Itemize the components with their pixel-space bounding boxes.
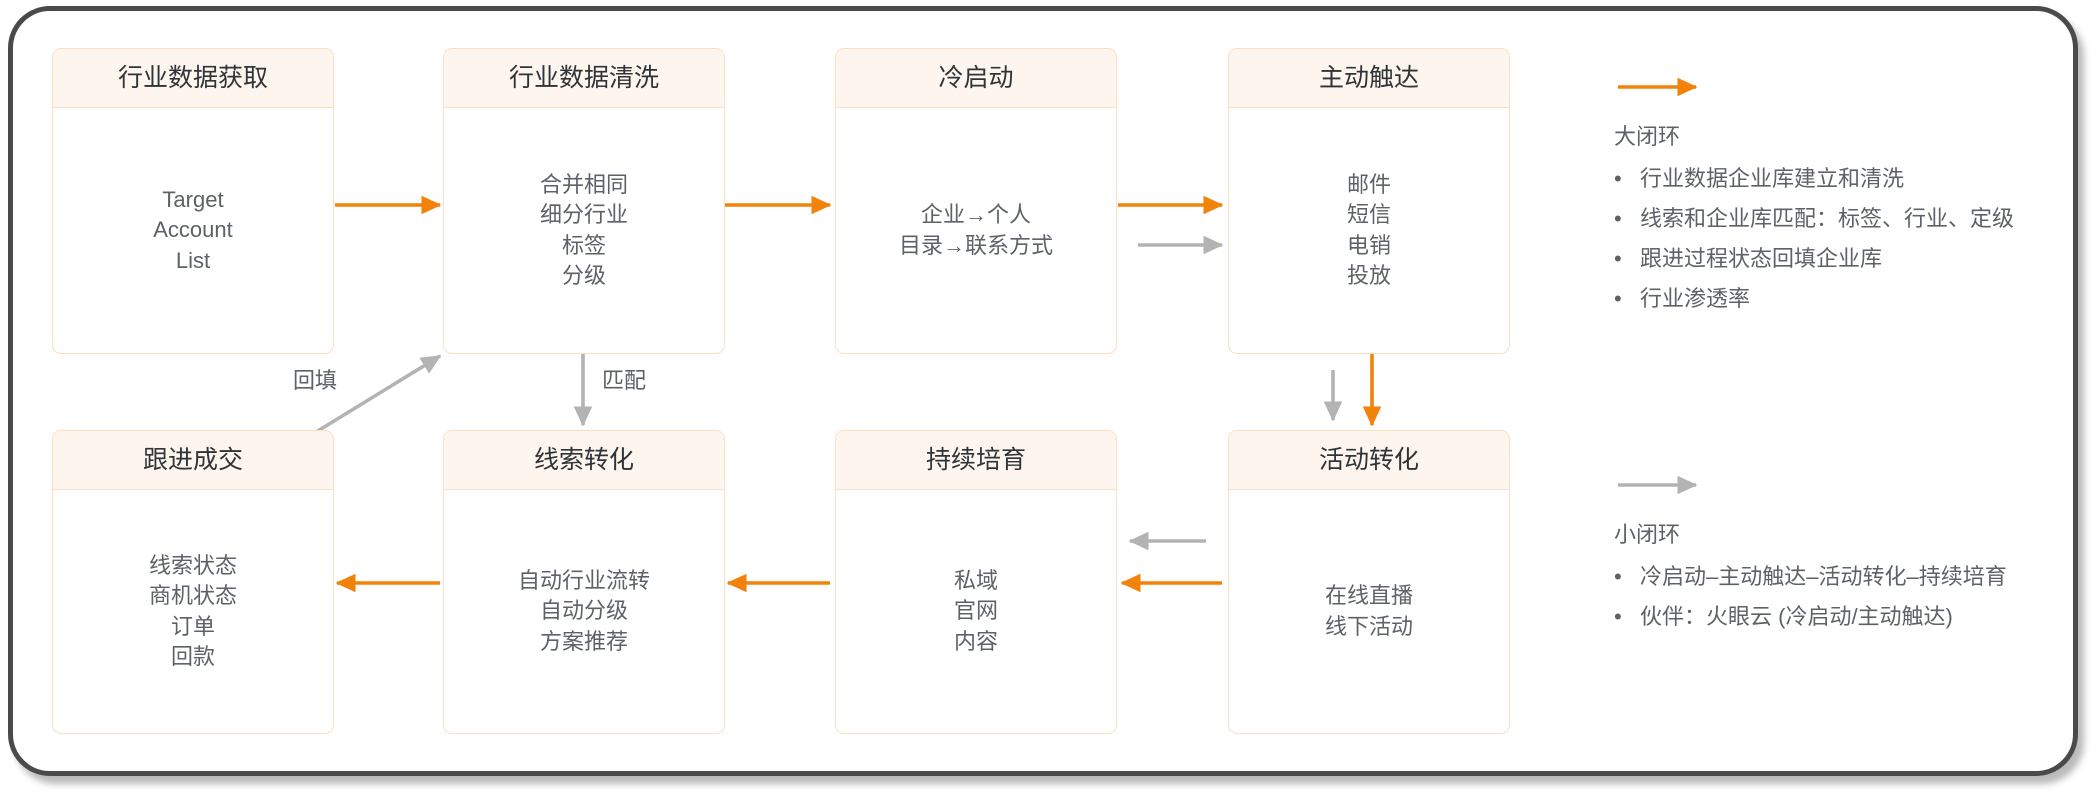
node-line: 企业→个人 bbox=[920, 202, 1031, 228]
list-item: • 冷启动–主动触达–活动转化–持续培育 bbox=[1614, 566, 2007, 588]
node-body: Target Account List bbox=[53, 108, 333, 353]
legend-big-loop-title: 大闭环 bbox=[1614, 124, 1681, 149]
bullet-icon: • bbox=[1614, 286, 1622, 311]
node-line: 订单 bbox=[170, 613, 215, 639]
list-item-label: 跟进过程状态回填企业库 bbox=[1640, 246, 1883, 271]
list-item-label: 行业数据企业库建立和清洗 bbox=[1640, 166, 1905, 191]
node-line: List bbox=[175, 247, 211, 273]
node-body: 企业→个人 目录→联系方式 bbox=[836, 108, 1116, 353]
list-item-label: 冷启动–主动触达–活动转化–持续培育 bbox=[1640, 564, 2007, 589]
node-line: 回款 bbox=[170, 643, 215, 669]
bullet-icon: • bbox=[1614, 166, 1622, 191]
node-follow-up-deal[interactable]: 跟进成交 线索状态 商机状态 订单 回款 bbox=[52, 430, 334, 734]
list-item-label: 行业渗透率 bbox=[1640, 286, 1751, 311]
bullet-icon: • bbox=[1614, 604, 1622, 629]
node-title: 持续培育 bbox=[836, 431, 1116, 490]
node-line: Account bbox=[153, 217, 233, 243]
node-line: 邮件 bbox=[1346, 171, 1391, 197]
node-line: 标签 bbox=[561, 232, 606, 258]
node-line: 投放 bbox=[1346, 262, 1391, 288]
node-title: 跟进成交 bbox=[53, 431, 333, 490]
node-line: 官网 bbox=[953, 598, 998, 624]
edge-label-backfill: 回填 bbox=[293, 368, 338, 393]
list-item: • 行业数据企业库建立和清洗 bbox=[1614, 168, 2014, 190]
node-line: 自动行业流转 bbox=[517, 567, 650, 593]
list-item: • 伙伴：火眼云 (冷启动/主动触达) bbox=[1614, 606, 2007, 628]
node-title: 行业数据清洗 bbox=[444, 49, 724, 108]
node-event-conversion[interactable]: 活动转化 在线直播 线下活动 bbox=[1228, 430, 1510, 734]
node-title: 冷启动 bbox=[836, 49, 1116, 108]
bullet-icon: • bbox=[1614, 564, 1622, 589]
node-line: 线索状态 bbox=[148, 552, 237, 578]
node-line: 合并相同 bbox=[539, 171, 628, 197]
node-industry-data-clean[interactable]: 行业数据清洗 合并相同 细分行业 标签 分级 bbox=[443, 48, 725, 354]
node-body: 在线直播 线下活动 bbox=[1229, 490, 1509, 733]
node-line: 目录→联系方式 bbox=[898, 232, 1053, 258]
node-body: 自动行业流转 自动分级 方案推荐 bbox=[444, 490, 724, 733]
node-line: 短信 bbox=[1346, 202, 1391, 228]
edge-label-match: 匹配 bbox=[602, 368, 647, 393]
node-title: 线索转化 bbox=[444, 431, 724, 490]
node-line: 自动分级 bbox=[539, 598, 628, 624]
list-item: • 行业渗透率 bbox=[1614, 288, 2014, 310]
node-lead-conversion[interactable]: 线索转化 自动行业流转 自动分级 方案推荐 bbox=[443, 430, 725, 734]
node-line: 在线直播 bbox=[1324, 583, 1413, 609]
node-body: 私域 官网 内容 bbox=[836, 490, 1116, 733]
node-active-reach[interactable]: 主动触达 邮件 短信 电销 投放 bbox=[1228, 48, 1510, 354]
node-line: 方案推荐 bbox=[539, 628, 628, 654]
node-title: 活动转化 bbox=[1229, 431, 1509, 490]
list-item: • 线索和企业库匹配：标签、行业、定级 bbox=[1614, 208, 2014, 230]
node-body: 合并相同 细分行业 标签 分级 bbox=[444, 108, 724, 353]
legend-small-loop-title: 小闭环 bbox=[1614, 522, 1681, 547]
bullet-icon: • bbox=[1614, 246, 1622, 271]
list-item-label: 线索和企业库匹配：标签、行业、定级 bbox=[1640, 206, 2015, 231]
node-body: 线索状态 商机状态 订单 回款 bbox=[53, 490, 333, 733]
node-line: Target bbox=[162, 186, 224, 212]
list-item-label: 伙伴：火眼云 (冷启动/主动触达) bbox=[1640, 604, 1953, 629]
legend-big-loop-list: • 行业数据企业库建立和清洗 • 线索和企业库匹配：标签、行业、定级 • 跟进过… bbox=[1614, 168, 2014, 328]
bullet-icon: • bbox=[1614, 206, 1622, 231]
node-line: 私域 bbox=[953, 567, 998, 593]
node-line: 电销 bbox=[1346, 232, 1391, 258]
list-item: • 跟进过程状态回填企业库 bbox=[1614, 248, 2014, 270]
node-body: 邮件 短信 电销 投放 bbox=[1229, 108, 1509, 353]
node-cold-start[interactable]: 冷启动 企业→个人 目录→联系方式 bbox=[835, 48, 1117, 354]
legend-small-loop-list: • 冷启动–主动触达–活动转化–持续培育 • 伙伴：火眼云 (冷启动/主动触达) bbox=[1614, 566, 2007, 646]
node-line: 线下活动 bbox=[1324, 613, 1413, 639]
node-industry-data-acquire[interactable]: 行业数据获取 Target Account List bbox=[52, 48, 334, 354]
node-line: 分级 bbox=[561, 262, 606, 288]
node-title: 主动触达 bbox=[1229, 49, 1509, 108]
node-line: 细分行业 bbox=[539, 202, 628, 228]
node-line: 商机状态 bbox=[148, 583, 237, 609]
node-continuous-nurture[interactable]: 持续培育 私域 官网 内容 bbox=[835, 430, 1117, 734]
node-title: 行业数据获取 bbox=[53, 49, 333, 108]
node-line: 内容 bbox=[953, 628, 998, 654]
